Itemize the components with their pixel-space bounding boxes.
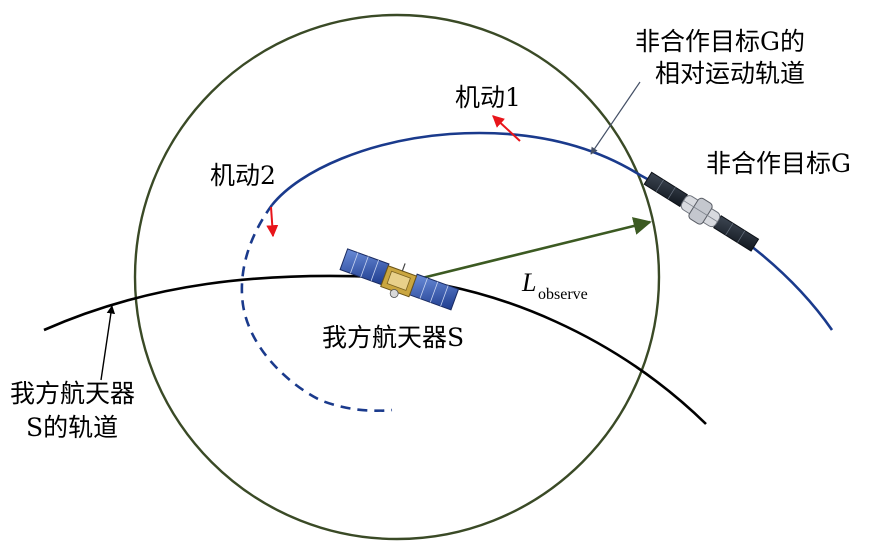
observe-distance-main: L <box>521 268 536 297</box>
observation-circle <box>133 13 661 541</box>
relative-orbit-dashed <box>240 204 393 412</box>
spacecraft-label: 我方航天器S <box>322 323 464 352</box>
maneuver1-arrow <box>492 115 521 142</box>
maneuver2-label: 机动2 <box>210 161 276 190</box>
relative-orbit-label-line1: 非合作目标G的 <box>635 27 805 56</box>
observe-distance-label: L observe <box>521 268 588 303</box>
observe-distance-sub: observe <box>538 286 588 303</box>
observe-distance-arrow <box>417 217 652 281</box>
space-station-icon <box>643 171 760 252</box>
relative-orbit-leader <box>590 81 641 155</box>
maneuver1-label: 机动1 <box>455 83 521 112</box>
own-orbit-label-line2: S的轨道 <box>26 413 118 442</box>
satellite-icon <box>339 248 460 311</box>
relative-orbit-label-line2: 相对运动轨道 <box>655 59 805 88</box>
maneuver2-arrow <box>266 206 279 238</box>
target-label: 非合作目标G <box>706 149 851 178</box>
own-orbit-leader <box>100 305 116 381</box>
own-orbit-label-line1: 我方航天器 <box>10 379 135 408</box>
